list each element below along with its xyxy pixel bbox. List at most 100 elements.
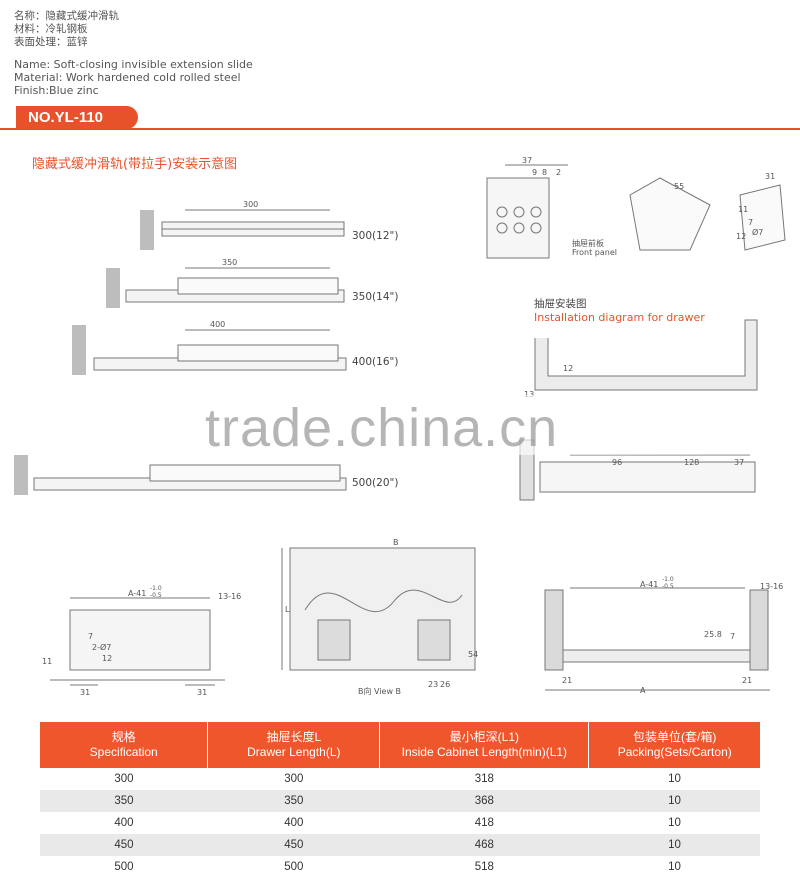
cell-cabinet: 468 xyxy=(379,834,589,856)
spec-en-finish: Finish:Blue zinc xyxy=(14,84,99,97)
cabinet-side-3 xyxy=(72,325,86,375)
watermark-band xyxy=(0,395,800,455)
cell-packing: 10 xyxy=(668,817,681,829)
cabinet-side-1 xyxy=(140,210,154,250)
mid-dim-23: 23 xyxy=(428,680,439,689)
cell-length: 450 xyxy=(207,834,380,856)
bracket-dim-7: 7 xyxy=(748,218,754,227)
front-panel-dim-9: 9 xyxy=(532,168,538,177)
right-dim-21b: 21 xyxy=(742,676,753,685)
cell-packing: 10 xyxy=(588,790,760,812)
header-specification-en: Specification xyxy=(89,745,158,759)
cell-cabinet: 518 xyxy=(474,861,494,873)
header-cabinet-length-en: Inside Cabinet Length(min)(L1) xyxy=(401,745,568,759)
table-row: 350 350 368 10 xyxy=(40,790,760,812)
header-packing-en: Packing(Sets/Carton) xyxy=(617,745,732,759)
right-dim-25-8: 25.8 xyxy=(704,630,722,639)
left-dim-7: 7 xyxy=(88,632,94,641)
cell-cabinet: 318 xyxy=(474,773,494,785)
watermark-text: trade.china.cn xyxy=(205,398,559,458)
drawer-back-drawing xyxy=(69,609,211,671)
drawer-dim-96: 96 xyxy=(612,458,623,467)
table-row: 400 400 418 10 xyxy=(40,812,760,834)
header-drawer-length-cn: 抽屉长度L xyxy=(266,730,322,744)
specification-table: 规格 Specification 抽屉长度L Drawer Length(L) … xyxy=(40,722,760,878)
cell-cabinet: 368 xyxy=(379,790,589,812)
right-tol-up: -1.0 xyxy=(662,576,674,583)
spec-cn-block: 名称：隐藏式缓冲滑轨 材料：冷轧钢板 表面处理：蓝锌 xyxy=(14,10,119,49)
front-panel-label-en: Front panel xyxy=(572,248,617,257)
drawer-dim-37: 37 xyxy=(734,458,745,467)
table-row: 300 300 318 10 xyxy=(40,768,760,790)
drawer-dim-13: 13 xyxy=(524,390,534,399)
bracket-dim-55: 55 xyxy=(674,182,685,191)
cell-spec: 500 xyxy=(114,861,134,873)
right-bottom-dim: A xyxy=(640,686,646,695)
spec-cn-name: 名称：隐藏式缓冲滑轨 xyxy=(14,10,119,22)
left-dim-31b: 31 xyxy=(197,688,208,697)
cabinet-side-2 xyxy=(106,268,120,308)
drawer-slide-drawing xyxy=(539,461,756,493)
header-specification-cn: 规格 xyxy=(111,730,136,744)
model-divider xyxy=(0,128,800,130)
header-packing-cn: 包装单位(套/箱) xyxy=(633,730,717,744)
right-dim-21a: 21 xyxy=(562,676,573,685)
spec-en-block: Name: Soft-closing invisible extension s… xyxy=(14,58,253,97)
slide-label-350: 350(14") xyxy=(352,291,399,303)
left-top-dim: A-41 xyxy=(128,589,147,598)
mid-dim-54: 54 xyxy=(468,650,479,659)
slide-length-350: 350 xyxy=(222,258,238,267)
cell-length: 300 xyxy=(284,773,304,785)
front-panel-drawing xyxy=(486,177,550,259)
left-dim-11: 11 xyxy=(42,657,53,666)
cell-packing: 10 xyxy=(588,834,760,856)
slide-label-400: 400(16") xyxy=(352,356,399,368)
spec-cn-material: 材料：冷轧钢板 xyxy=(14,23,88,35)
left-side-dim: 13-16 xyxy=(218,592,242,601)
cell-spec: 350 xyxy=(40,790,208,812)
cell-spec: 400 xyxy=(114,817,134,829)
mid-top-b: B xyxy=(393,538,399,547)
left-dim-31a: 31 xyxy=(80,688,91,697)
mid-dim-26: 26 xyxy=(440,680,451,689)
drawer-install-title-cn: 抽屉安装图 xyxy=(534,298,587,310)
spec-en-name: Name: Soft-closing invisible extension s… xyxy=(14,58,253,71)
cabinet-side-5 xyxy=(14,455,28,495)
cabinet-left-wall xyxy=(544,589,564,671)
bracket-drawing xyxy=(629,177,711,251)
drawer-dim-12: 12 xyxy=(563,364,574,373)
slide-label-500: 500(20") xyxy=(352,477,399,489)
cabinet-right-wall xyxy=(749,589,769,671)
drawer-install-title-en: Installation diagram for drawer xyxy=(534,311,705,324)
header-drawer-length-en: Drawer Length(L) xyxy=(247,745,341,759)
cell-length: 400 xyxy=(284,817,304,829)
drawer-install-drawing xyxy=(534,319,758,391)
cell-spec: 450 xyxy=(40,834,208,856)
right-side-dim: 13-16 xyxy=(760,582,784,591)
mid-view-label: B向 View B xyxy=(358,687,402,696)
drawer-dim-128: 128 xyxy=(684,458,700,467)
right-dim-7: 7 xyxy=(730,632,736,641)
mid-side-l: L xyxy=(285,605,290,614)
spec-en-material: Material: Work hardened cold rolled stee… xyxy=(14,71,241,84)
cell-length: 350 xyxy=(207,790,380,812)
bracket-dim-31: 31 xyxy=(765,172,776,181)
header-specification: 规格 Specification xyxy=(40,722,209,768)
cell-packing: 10 xyxy=(668,861,681,873)
front-panel-label-cn: 抽屉前板 xyxy=(572,239,604,248)
section-title: 隐藏式缓冲滑轨(带拉手)安装示意图 xyxy=(32,157,238,172)
right-top-dim: A-41 xyxy=(640,580,659,589)
spec-cn-finish: 表面处理：蓝锌 xyxy=(14,36,88,48)
left-dim-12: 12 xyxy=(102,654,113,663)
table-row: 500 500 518 10 xyxy=(40,856,760,878)
header-cabinet-length-cn: 最小柜深(L1) xyxy=(449,730,519,744)
front-panel-dim-8: 8 xyxy=(542,168,548,177)
left-tol-down: -0.5 xyxy=(150,592,162,599)
front-panel-dim: 37 xyxy=(522,156,533,165)
header-packing: 包装单位(套/箱) Packing(Sets/Carton) xyxy=(588,722,760,768)
front-panel-dim-2: 2 xyxy=(556,168,562,177)
right-tol-down: -0.5 xyxy=(662,583,674,590)
cell-cabinet: 418 xyxy=(474,817,494,829)
table-row: 450 450 468 10 xyxy=(40,834,760,856)
installation-drawings xyxy=(14,164,786,691)
